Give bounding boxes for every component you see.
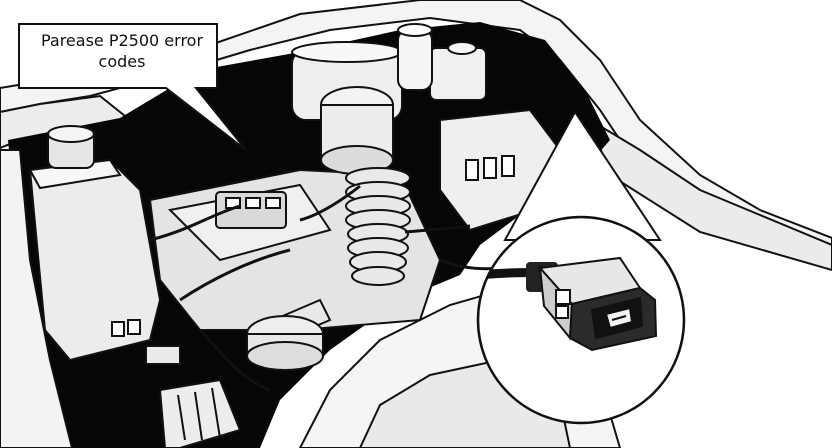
coolant-reservoir [28,125,162,362]
magnifier-lens [476,215,686,425]
callout-box [18,23,247,151]
air-intake [291,41,411,286]
obd-connector [537,256,658,352]
lower-bracket [158,378,242,448]
intake-pipe [145,298,332,371]
callout-label: Parease P2500 error codes [40,31,204,71]
